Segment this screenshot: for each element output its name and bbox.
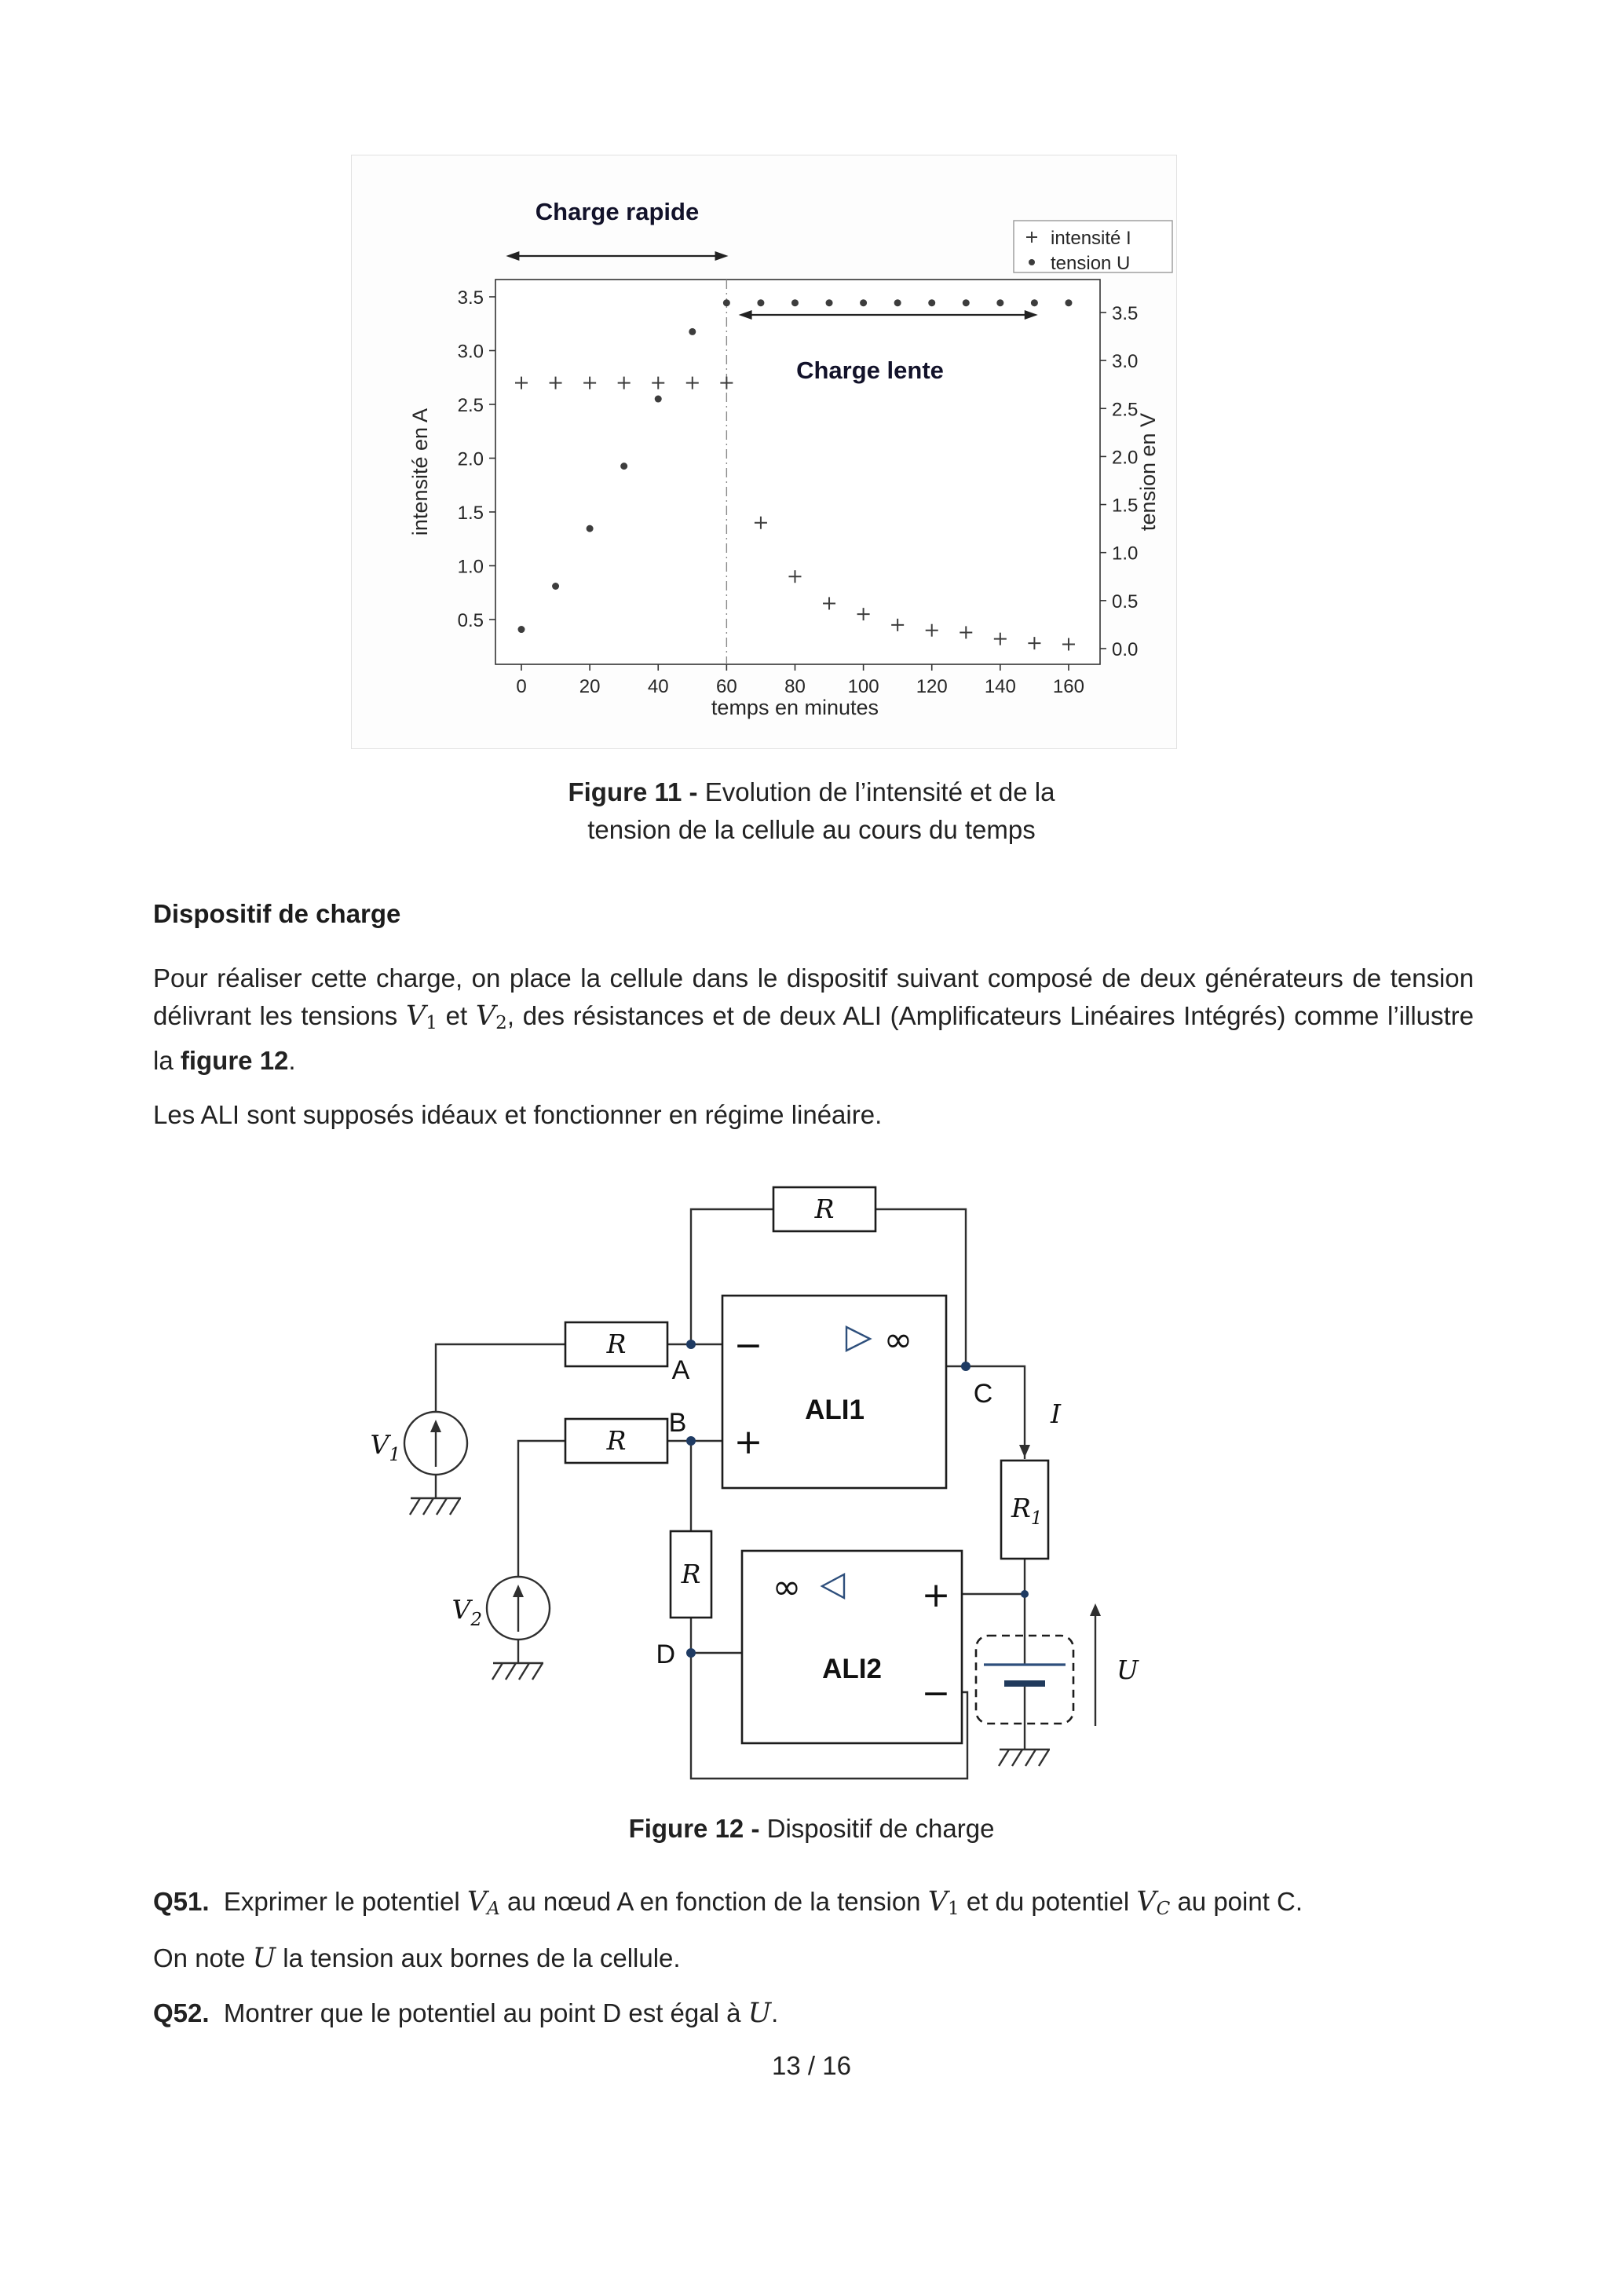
paragraph-ali: Les ALI sont supposés idéaux et fonction…: [153, 1100, 883, 1129]
wire-feedback-right: [875, 1208, 967, 1366]
svg-text:intensité en A: intensité en A: [408, 408, 432, 536]
svg-text:tension en V: tension en V: [1136, 413, 1160, 531]
resistor-input1-label: R: [606, 1329, 627, 1359]
ali2-infinity-label: ∞: [773, 1567, 802, 1607]
svg-text:Charge lente: Charge lente: [796, 356, 944, 384]
current-label: I: [1050, 1398, 1062, 1429]
svg-text:0.5: 0.5: [1112, 591, 1138, 612]
node-d-label: D: [656, 1640, 675, 1669]
svg-text:1.5: 1.5: [458, 503, 484, 524]
svg-text:2.0: 2.0: [458, 449, 484, 470]
voltage-label: U: [1117, 1654, 1139, 1685]
resistor-r1: [1000, 1459, 1050, 1560]
resistor-vertical-label: R: [681, 1559, 701, 1589]
node-a-dot: [686, 1340, 696, 1349]
v2-label: V2: [452, 1594, 482, 1630]
ground-icon-v2: [491, 1662, 545, 1681]
resistor-feedback-label: R: [814, 1194, 835, 1224]
svg-text:3.5: 3.5: [1112, 303, 1138, 324]
u-arrowhead: [1090, 1603, 1101, 1616]
node-b-dot: [686, 1436, 696, 1446]
v2-arrowhead: [513, 1585, 524, 1597]
svg-text:0.5: 0.5: [458, 610, 484, 631]
svg-text:1.5: 1.5: [1112, 495, 1138, 517]
svg-text:80: 80: [784, 676, 806, 697]
ali1-plus-input-label: +: [734, 1422, 763, 1462]
resistor-input2-label: R: [606, 1425, 627, 1456]
figure12-caption: Figure 12 - Dispositif de charge: [628, 1814, 995, 1843]
ali1-minus-input-label: −: [734, 1325, 763, 1366]
svg-text:0: 0: [516, 676, 526, 697]
resistor-input1: [564, 1321, 669, 1368]
ali1-infinity-label: ∞: [884, 1320, 913, 1360]
ali2-box: [740, 1549, 963, 1745]
figure11-caption: Figure 11 - Evolution de l’intensité et …: [0, 773, 1623, 849]
wire-v2-to-r: [517, 1439, 565, 1577]
ali1-box: [721, 1294, 948, 1490]
wire-rvert-to-nodeD: [689, 1618, 742, 1654]
resistor-vertical: [669, 1530, 713, 1619]
ali2-triangle-icon: [820, 1572, 846, 1600]
cell-dashed-box: [974, 1634, 1075, 1725]
ground-icon-cell: [997, 1748, 1051, 1768]
resistor-feedback: [772, 1186, 877, 1233]
current-arrowhead: [1019, 1445, 1030, 1457]
svg-text:Charge rapide: Charge rapide: [536, 198, 699, 225]
ali2-plus-input-label: +: [922, 1575, 951, 1615]
svg-text:0.0: 0.0: [1112, 639, 1138, 660]
v1-arrowhead: [430, 1420, 441, 1432]
ali1-triangle-icon: [845, 1325, 872, 1352]
figure11-caption-line2: tension de la cellule au cours du temps: [587, 815, 1036, 844]
wire-feedback-left: [689, 1208, 773, 1344]
node-a-label: A: [672, 1355, 690, 1385]
svg-text:2.5: 2.5: [1112, 399, 1138, 420]
svg-text:20: 20: [579, 676, 601, 697]
v1-label: V1: [371, 1429, 400, 1465]
svg-text:140: 140: [985, 676, 1016, 697]
ali1-label: ALI1: [805, 1395, 865, 1425]
svg-text:3.0: 3.0: [458, 342, 484, 363]
question-q52: Q52. Montrer que le potentiel au point D…: [153, 1998, 779, 2029]
ali2-minus-input-label: −: [922, 1673, 951, 1713]
svg-text:2.0: 2.0: [1112, 447, 1138, 468]
svg-text:60: 60: [716, 676, 737, 697]
node-c-label: C: [974, 1379, 993, 1409]
svg-text:3.5: 3.5: [458, 287, 484, 309]
figure12-circuit-block: R R R R R1 ALI1 ALI2 − + ∞ ∞ + − A B C D…: [338, 1170, 1170, 1808]
svg-text:3.0: 3.0: [1112, 351, 1138, 372]
wire-v1-to-r: [434, 1343, 565, 1412]
question-q51: Q51. Exprimer le potentiel VA au nœud A …: [153, 1886, 1303, 1920]
svg-text:2.5: 2.5: [458, 395, 484, 416]
resistor-input2: [564, 1417, 669, 1464]
svg-text:160: 160: [1053, 676, 1084, 697]
node-d-dot: [686, 1648, 696, 1658]
figure12-circuit-diagram: R R R R R1 ALI1 ALI2 − + ∞ ∞ + − A B C D…: [371, 1186, 1139, 1780]
section-heading: Dispositif de charge: [153, 899, 401, 928]
wire-ali1-output: [946, 1365, 1026, 1459]
svg-text:120: 120: [916, 676, 948, 697]
ali2-label: ALI2: [822, 1654, 882, 1684]
svg-text:40: 40: [648, 676, 669, 697]
ground-icon-v1: [408, 1497, 462, 1516]
wire-ali2-feedback: [689, 1653, 969, 1780]
junction-dot-u: [1021, 1590, 1029, 1598]
resistor-r1-label: R1: [1011, 1493, 1043, 1529]
note-u: On note U la tension aux bornes de la ce…: [153, 1943, 681, 1974]
figure11-caption-line1: Figure 11 - Evolution de l’intensité et …: [568, 777, 1055, 806]
figure11-chart-block: 0 20 40 60 80 100 120 140 160 3.5 3.0 2.5 2.0 1.5 1.0 0…: [351, 155, 1177, 749]
svg-text:tension U: tension U: [1051, 253, 1130, 274]
svg-text:intensité I: intensité I: [1051, 228, 1131, 249]
svg-text:1.0: 1.0: [458, 557, 484, 578]
node-c-dot: [961, 1362, 971, 1371]
intensity-voltage-chart: 0 20 40 60 80 100 120 140 160 3.5 3.0 2.5 2.0 1.5 1.0 0…: [408, 198, 1173, 719]
paragraph-dispositif: Pour réaliser cette charge, on place la …: [153, 963, 1475, 1076]
page-number: 13 / 16: [772, 2051, 851, 2080]
svg-text:100: 100: [848, 676, 879, 697]
svg-text:1.0: 1.0: [1112, 543, 1138, 565]
svg-text:temps en minutes: temps en minutes: [711, 696, 879, 719]
node-b-label: B: [669, 1408, 687, 1438]
